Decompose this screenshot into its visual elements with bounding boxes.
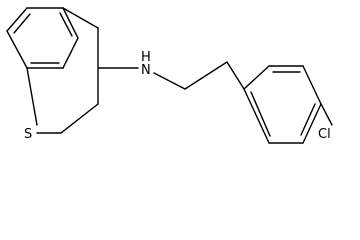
bond	[6, 7, 28, 32]
double-bond-inner	[59, 12, 73, 37]
amine-n-label: N	[141, 63, 151, 78]
bond	[62, 7, 79, 39]
double-bond-inner	[250, 91, 271, 137]
structure-diagram: S H N Cl	[6, 7, 333, 144]
bond	[26, 67, 38, 126]
bond	[184, 61, 228, 90]
bond	[302, 103, 322, 144]
double-bond-inner	[13, 13, 31, 34]
sulfur-atom-label: S	[24, 127, 32, 142]
amine-h-label: H	[141, 50, 151, 65]
double-bond-inner	[300, 103, 316, 136]
bond	[226, 61, 245, 90]
bond	[153, 72, 186, 90]
bond	[320, 103, 333, 126]
chlorophenyl-ring	[243, 65, 333, 144]
bond	[60, 103, 99, 134]
thiochromane-sulfur-ring	[26, 7, 99, 134]
bond	[243, 88, 270, 144]
bond	[6, 30, 28, 69]
chlorine-atom-label: Cl	[318, 127, 331, 142]
thiochromane-benzene-ring	[6, 7, 79, 69]
ethyl-linker	[97, 61, 245, 90]
bond	[243, 65, 270, 90]
bond	[62, 7, 99, 29]
bond	[62, 37, 79, 69]
bond	[302, 65, 322, 105]
